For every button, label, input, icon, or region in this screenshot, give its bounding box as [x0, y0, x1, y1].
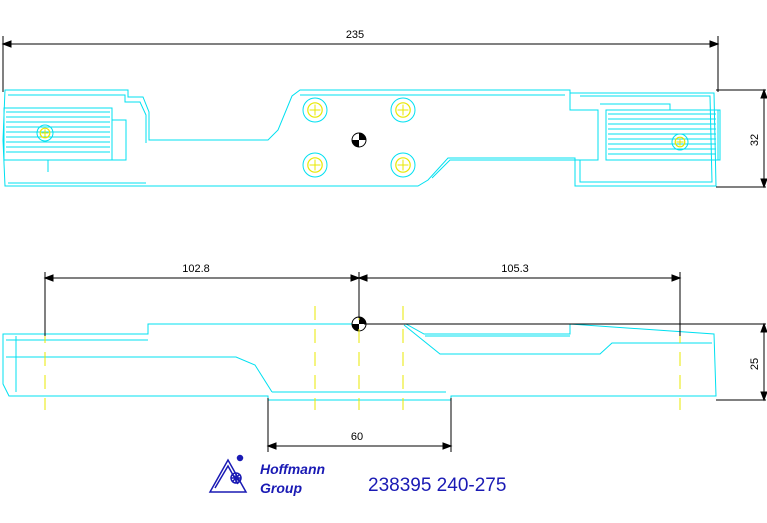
screw-icon: [36, 124, 54, 142]
screw-icon: [671, 133, 689, 151]
dim-right-offset-label: 105.3: [501, 263, 529, 275]
side-view: [2, 323, 717, 401]
dim-overall-length: [1, 36, 720, 92]
dim-right-offset: [357, 272, 682, 336]
dim-top-height: [716, 88, 767, 189]
dim-top-height-label: 32: [749, 134, 761, 146]
center-mark-top-icon: [351, 132, 367, 148]
top-view: [2, 89, 721, 187]
hoffmann-emblem-icon: [208, 454, 248, 493]
screw-icon: [390, 97, 416, 123]
logo-line1: Hoffmann: [260, 461, 325, 477]
right-ridge-box: [605, 109, 719, 161]
dim-base-width-label: 60: [351, 431, 363, 443]
side-view-inner-line: [6, 324, 712, 393]
screw-axes: [44, 306, 681, 410]
dim-base-width: [266, 398, 453, 452]
dim-left-offset-label: 102.8: [182, 263, 210, 275]
screw-icon: [302, 152, 328, 178]
screw-icon: [302, 97, 328, 123]
dim-left-offset: [43, 272, 361, 336]
screw-icon: [390, 152, 416, 178]
dim-overall-length-label: 235: [346, 29, 364, 41]
part-number: 238395 240-275: [368, 475, 506, 496]
right-ridges: [608, 113, 716, 155]
screws-top: [36, 97, 689, 178]
left-step-lines: [47, 108, 127, 172]
right-step-lines: [569, 93, 721, 161]
dim-side-height-label: 25: [749, 358, 761, 370]
left-ridges: [6, 111, 110, 153]
logo-line2: Group: [260, 480, 302, 496]
dim-side-height: [364, 322, 767, 402]
top-view-inner-line: [8, 94, 713, 184]
side-view-outline: [2, 323, 717, 401]
left-ridge-box: [3, 107, 113, 161]
